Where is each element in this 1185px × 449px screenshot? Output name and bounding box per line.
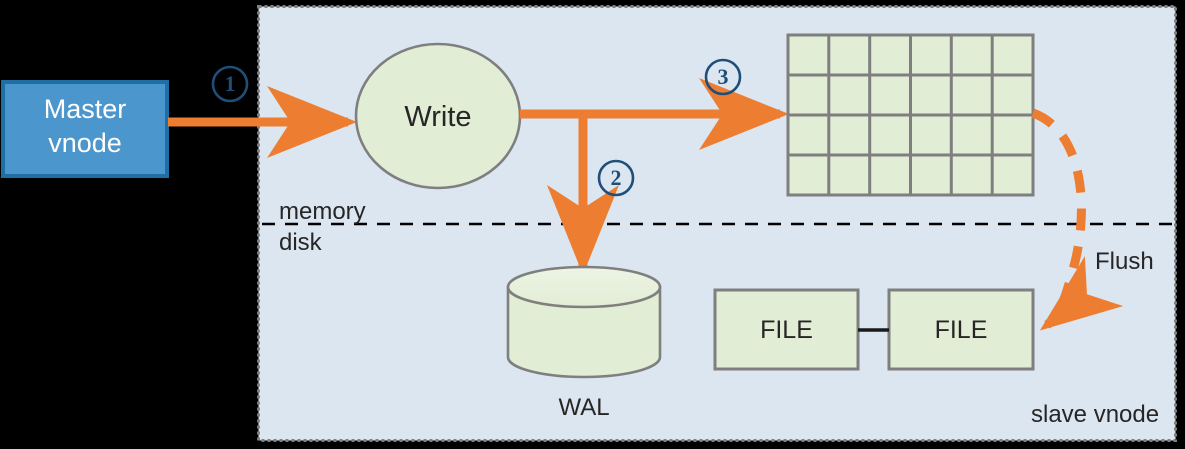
master-vnode-label-line2: vnode: [48, 128, 122, 158]
flush-label: Flush: [1095, 248, 1154, 275]
memory-table-grid: [786, 33, 1035, 197]
slave-vnode-label: slave vnode: [1031, 401, 1160, 428]
step-2-circle: [597, 159, 635, 197]
memory-label: memory: [279, 198, 366, 225]
file-box-1-label: FILE: [760, 316, 813, 344]
wal-cylinder[interactable]: [506, 265, 662, 379]
file-box-2[interactable]: [887, 288, 1035, 371]
step-1-number: 1: [224, 71, 236, 96]
step-3-circle: [704, 58, 742, 96]
write-node-label: Write: [404, 101, 472, 133]
step-1-circle: [211, 65, 249, 103]
step-3-number: 3: [717, 64, 729, 89]
master-vnode-label-line1: Master: [43, 94, 127, 124]
wal-label: WAL: [558, 394, 610, 421]
step-2-number: 2: [610, 165, 622, 190]
disk-label: disk: [279, 229, 322, 256]
master-vnode-box[interactable]: [1, 80, 169, 178]
file-box-2-label: FILE: [934, 316, 988, 344]
